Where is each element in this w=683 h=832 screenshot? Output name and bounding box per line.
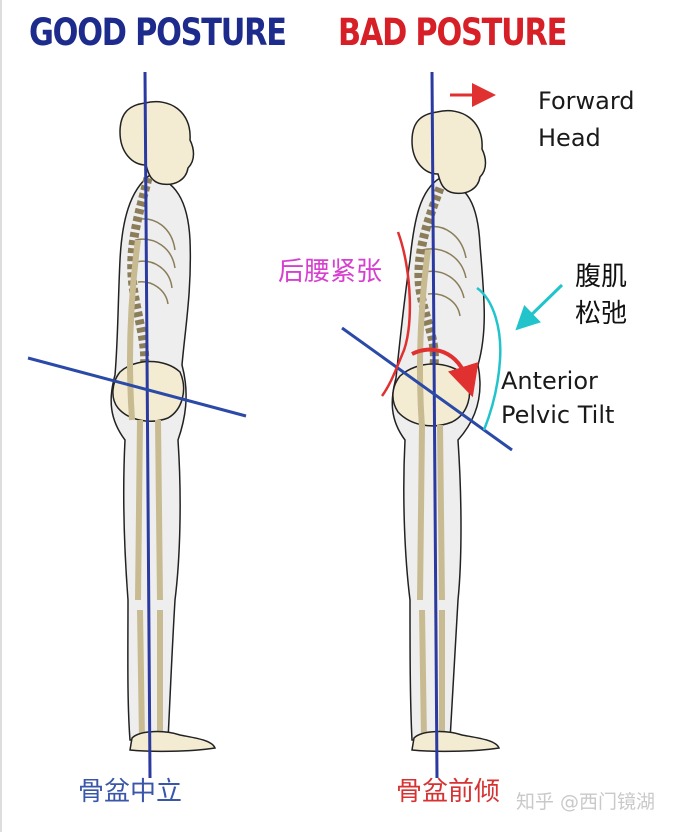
good-foot: [129, 730, 217, 753]
anterior-tilt-caption: 骨盆前倾: [396, 777, 501, 807]
lower-back-tension-curve: [380, 231, 412, 397]
abs-curve: [476, 286, 502, 431]
bad-foot: [411, 730, 501, 753]
forward-head-label-line1: Forward: [538, 87, 635, 115]
bad-arm-bone: [417, 249, 431, 429]
good-body-outline: [110, 174, 192, 741]
lower-back-tight-label: 后腰紧张: [278, 257, 383, 287]
bad-posture-title: BAD POSTURE: [338, 11, 567, 54]
neutral-pelvis-caption: 骨盆中立: [78, 777, 183, 807]
pelvic-rotation-arrow: [411, 347, 479, 398]
good-plumb-line: [143, 71, 152, 779]
watermark: 知乎 @西门镜湖: [516, 791, 656, 813]
good-leg-bones: [135, 419, 163, 741]
bad-spine: [414, 186, 445, 378]
good-posture-skeleton: [110, 101, 217, 753]
good-ribs: [134, 218, 176, 305]
bad-ribs: [421, 225, 467, 317]
abs-pointer-arrow: [515, 283, 564, 331]
good-posture-title: GOOD POSTURE: [29, 11, 287, 54]
good-skull: [119, 101, 195, 186]
forward-head-label-line2: Head: [538, 124, 601, 152]
bad-leg-bones: [417, 424, 445, 741]
abs-relaxed-label-line1: 腹肌: [575, 262, 628, 292]
good-pelvis-line: [27, 356, 247, 418]
bad-skull: [411, 110, 487, 195]
bad-plumb-line: [430, 71, 439, 779]
good-arm-bone: [127, 239, 141, 421]
anterior-pelvic-tilt-label-line1: Anterior: [501, 367, 598, 395]
anterior-pelvic-tilt-label-line2: Pelvic Tilt: [501, 401, 615, 429]
abs-relaxed-label-line2: 松弛: [575, 299, 628, 329]
